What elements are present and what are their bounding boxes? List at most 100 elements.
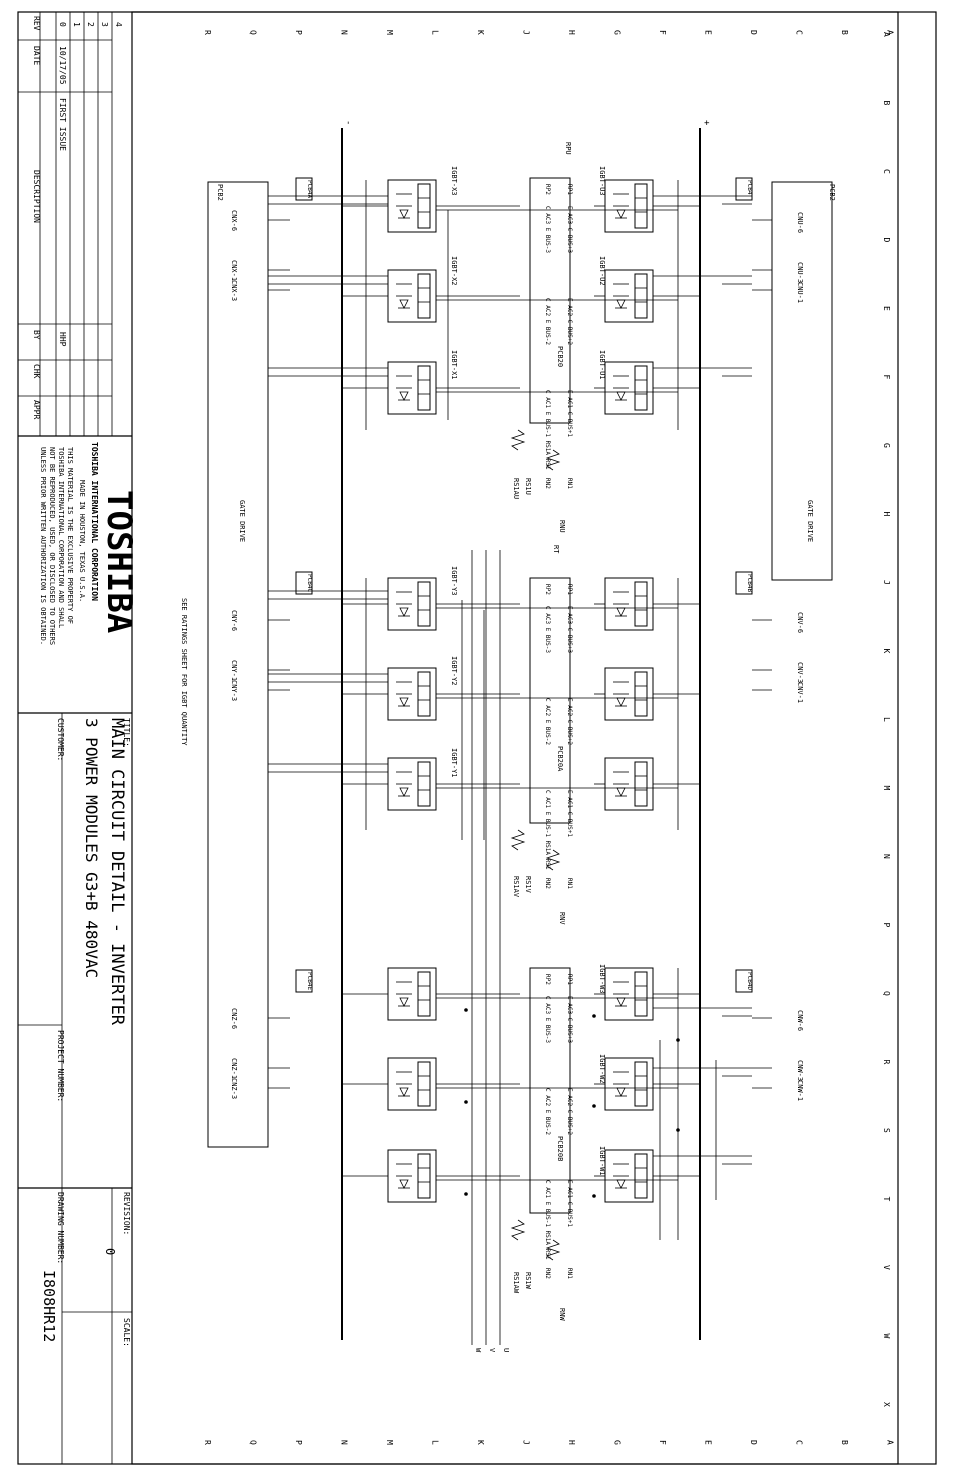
grid-col-bottom: G xyxy=(613,1440,622,1445)
grid-col-bottom: K xyxy=(476,1440,485,1445)
grid-letter-right: R xyxy=(882,1060,891,1065)
grid-col-top: P xyxy=(294,30,303,35)
bus-upper-label: E AC3 C BUS+3 xyxy=(566,206,573,253)
igbt-label-upper: IGBT-U3 xyxy=(598,166,606,196)
gate-drive-bottom xyxy=(207,181,269,1148)
rev-by: HHP xyxy=(58,332,67,347)
connector-bottom-label: CNY-1 xyxy=(230,660,238,681)
dc-minus: - xyxy=(343,120,353,125)
connector-bottom-label: CNX-6 xyxy=(230,210,238,231)
igbt-lower xyxy=(387,577,437,631)
bus-upper-label: E AC2 C BUS+2 xyxy=(566,698,573,745)
grid-letter-right: C xyxy=(882,169,891,174)
grid-letter-right: Q xyxy=(882,991,891,996)
junction-dot xyxy=(676,1038,680,1042)
igbt-upper xyxy=(604,1149,654,1203)
scale-label: SCALE: xyxy=(122,1318,131,1347)
igbt-upper xyxy=(604,667,654,721)
rs1au-label: RS1AU xyxy=(512,478,520,499)
igbt-upper xyxy=(604,179,654,233)
bus-upper-label: E AC2 C BUS+2 xyxy=(566,298,573,345)
connector-top-label: CNW-1 xyxy=(796,1080,804,1101)
grid-letter-right: K xyxy=(882,649,891,654)
grid-col-bottom: B xyxy=(840,1440,849,1445)
junction-dot xyxy=(464,1192,468,1196)
grid-col-bottom: J xyxy=(522,1440,531,1445)
junction-dot xyxy=(592,1194,596,1198)
pcb4a-label: PCB4A xyxy=(306,180,313,198)
junction-dot xyxy=(592,1104,596,1108)
rt-label: RT xyxy=(552,545,560,554)
customer-label: CUSTOMER: xyxy=(56,718,65,761)
grid-col-top: R xyxy=(203,30,212,35)
igbt-label-upper: IGBT-W2 xyxy=(598,1054,606,1084)
junction-dot xyxy=(592,1014,596,1018)
igbt-label-lower: IGBT-Y1 xyxy=(450,748,458,778)
grid-col-top: H xyxy=(567,30,576,35)
connector-top-label: CNW-3 xyxy=(796,1060,804,1081)
connector-bottom-label: CNX-1 xyxy=(230,260,238,281)
ratings-note: SEE RATINGS SHEET FOR IGBT QUANTITY xyxy=(180,598,188,746)
grid-letter-right: P xyxy=(882,923,891,928)
rp1-label: RP1 xyxy=(566,584,573,595)
notice-line: UNLESS PRIOR WRITTEN AUTHORIZATION IS OB… xyxy=(39,447,47,645)
igbt-upper xyxy=(604,577,654,631)
igbt-label-upper: IGBT-W3 xyxy=(598,964,606,994)
connector-bottom-label: CNZ-3 xyxy=(230,1078,238,1099)
rev-number: 2 xyxy=(86,22,95,27)
description-header: DESCRIPTION xyxy=(32,170,41,223)
igbt-lower xyxy=(387,967,437,1021)
grid-col-top: F xyxy=(658,30,667,35)
grid-col-top: A xyxy=(886,30,895,35)
rp2-label: RP2 xyxy=(544,974,551,985)
igbt-upper xyxy=(604,757,654,811)
rev-header: REV xyxy=(32,16,41,31)
rev-date: 10/17/05 xyxy=(58,46,67,85)
grid-col-top: C xyxy=(795,30,804,35)
rs1v-label: RS1V xyxy=(524,876,532,894)
title-line-1: MAIN CIRCUIT DETAIL - INVERTER xyxy=(107,718,127,1026)
pcb4-board xyxy=(295,571,313,595)
circuit: SEE RATINGS SHEET FOR IGBT QUANTITYGATE … xyxy=(180,120,836,1353)
grid-col-bottom: C xyxy=(795,1440,804,1445)
connector-bottom-label: CNZ-6 xyxy=(230,1008,238,1029)
pcb4d-label: PCB4D xyxy=(746,972,753,990)
connector-top-label: CNV-6 xyxy=(796,612,804,633)
igbt-lower xyxy=(387,1057,437,1111)
grid-col-bottom: D xyxy=(749,1440,758,1445)
bus-lower-label: C AC3 E BUS-3 xyxy=(544,606,551,653)
igbt-upper xyxy=(604,967,654,1021)
igbt-upper xyxy=(604,1057,654,1111)
connector-top-label: CNV-3 xyxy=(796,662,804,683)
bus-upper-label: E AC3 C BUS+3 xyxy=(566,606,573,653)
igbt-label-upper: IGBT-U1 xyxy=(598,350,606,380)
appr-header: APPR xyxy=(32,400,41,419)
grid-col-bottom: N xyxy=(340,1440,349,1445)
grid-col-top: K xyxy=(476,30,485,35)
igbt-label-lower: IGBT-X2 xyxy=(450,256,458,286)
pcb4-label: PCB4 xyxy=(746,180,753,195)
igbt-label-lower: IGBT-X1 xyxy=(450,350,458,380)
pcb2-label: PCB2 xyxy=(828,184,836,201)
grid-labels: ABCDEFGHJKLMNPQRSTVWXRRQQPPNNMMLLKKJJHHG… xyxy=(203,30,895,1445)
dc-plus: + xyxy=(701,120,711,126)
pcb4-board xyxy=(295,969,313,993)
bus-lower-label: C AC3 E BUS-3 xyxy=(544,996,551,1043)
pcb4-board xyxy=(295,177,313,201)
title-line-2: 3 POWER MODULES G3+B 480VAC xyxy=(82,718,101,978)
igbt-label-lower: IGBT-X3 xyxy=(450,166,458,196)
grid-col-top: N xyxy=(340,30,349,35)
grid-col-bottom: P xyxy=(294,1440,303,1445)
grid-col-bottom: L xyxy=(431,1440,440,1445)
drawing-number-label: DRAWING NUMBER: xyxy=(56,1192,65,1264)
bus-lower-label: C AC1 E BUS-1 RS1A RS1 xyxy=(544,390,551,470)
grid-col-bottom: H xyxy=(567,1440,576,1445)
bus-lower-label: C AC2 E BUS-2 xyxy=(544,698,551,745)
igbt-lower xyxy=(387,179,437,233)
junction-dot xyxy=(676,1128,680,1132)
grid-letter-right: H xyxy=(882,512,891,517)
connector-bottom-label: CNX-3 xyxy=(230,280,238,301)
rp2-label: RP2 xyxy=(544,184,551,195)
igbt-lower xyxy=(387,1149,437,1203)
